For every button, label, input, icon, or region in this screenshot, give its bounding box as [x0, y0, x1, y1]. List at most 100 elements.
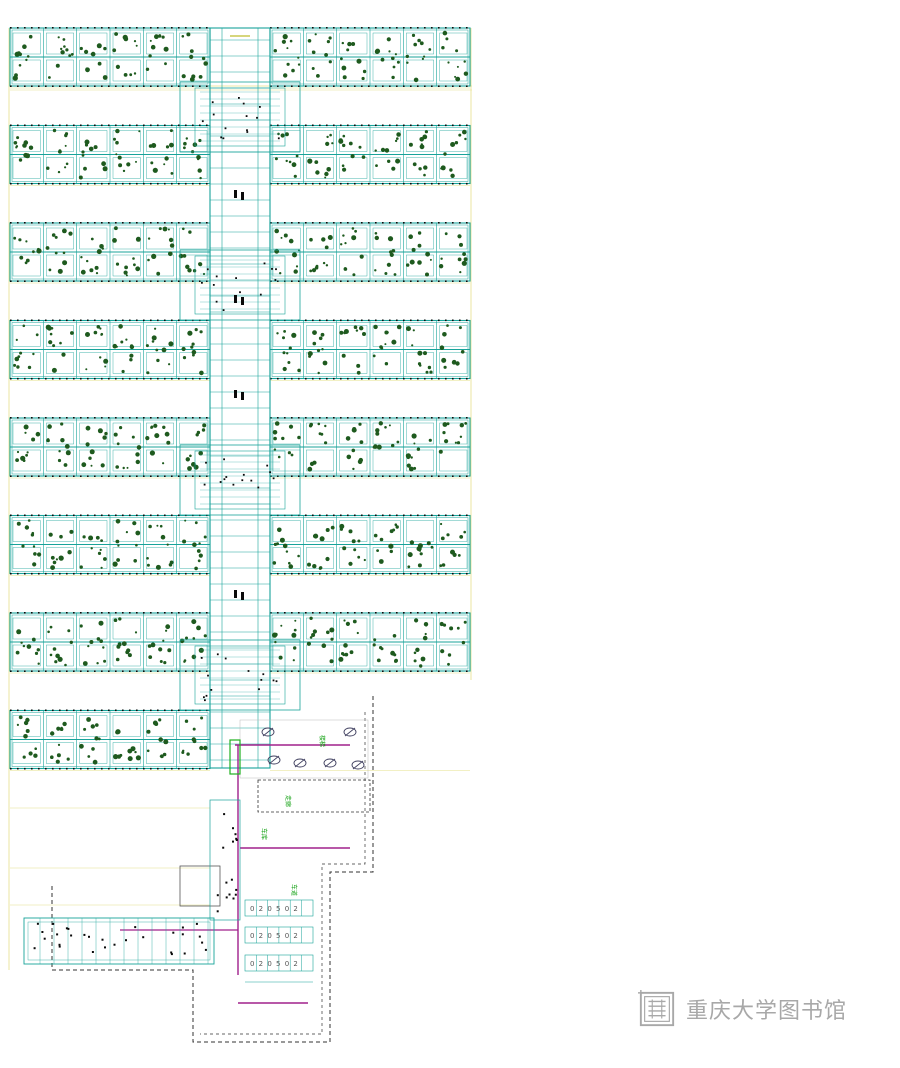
outline-dot [38, 124, 40, 127]
outline-dot [24, 767, 26, 770]
plant-mark [326, 167, 332, 172]
core-block [179, 249, 301, 321]
outline-dot [291, 27, 293, 29]
outline-dot [417, 27, 419, 29]
wing-1-east [269, 27, 471, 87]
yellow-guide-lines [8, 28, 472, 970]
outline-dot [333, 319, 335, 322]
outline-dot [459, 27, 461, 29]
plant-mark [294, 619, 297, 622]
plant-mark [28, 145, 34, 150]
plant-mark [442, 431, 446, 435]
core-dot [222, 137, 225, 140]
plant-mark [327, 235, 333, 240]
plant-mark [35, 431, 41, 437]
outline-dot [122, 767, 124, 770]
plant-mark [52, 344, 56, 348]
core-dot [239, 291, 241, 294]
outline-dot [17, 319, 19, 322]
outline-dot [80, 670, 82, 672]
plant-mark [372, 354, 376, 358]
outline-dot [347, 377, 349, 380]
outline-dot [326, 377, 328, 380]
plant-mark [115, 262, 120, 266]
outline-dot [52, 572, 54, 575]
outline-dot [122, 417, 124, 419]
plant-mark [183, 146, 186, 150]
outline-dot [17, 27, 19, 29]
outline-dot [199, 612, 201, 614]
plant-mark [430, 545, 434, 549]
outline-dot [17, 280, 19, 282]
core-dot [206, 268, 209, 271]
garage-room [257, 779, 371, 813]
outline-dot [431, 27, 433, 29]
plant-mark [112, 343, 118, 349]
plant-mark [119, 753, 123, 757]
outline-dot [192, 572, 194, 575]
lower-west-dot [198, 935, 201, 938]
outline-dot [347, 572, 349, 575]
plant-mark [89, 268, 94, 273]
plant-mark [24, 525, 30, 530]
outline-dot [101, 85, 103, 87]
plant-mark [413, 42, 418, 47]
plant-mark [92, 759, 98, 765]
outline-dot [291, 280, 293, 282]
plant-mark [191, 619, 197, 625]
core-dot [201, 281, 203, 284]
outline-dot [354, 475, 356, 477]
plant-mark [384, 148, 390, 153]
plant-mark [461, 640, 466, 645]
plant-mark [125, 274, 128, 277]
outline-dot [115, 475, 117, 477]
plant-mark [54, 251, 58, 255]
plant-mark [113, 618, 118, 622]
outline-dot [136, 417, 138, 419]
outline-dot [410, 319, 412, 322]
outline-dot [375, 475, 377, 477]
plant-mark [389, 549, 393, 554]
plant-mark [463, 71, 469, 76]
outline-dot [452, 124, 454, 127]
plant-mark [357, 555, 361, 559]
unit-room [339, 617, 368, 640]
outline-dot [424, 612, 426, 614]
core-block [179, 444, 301, 516]
plant-mark [160, 534, 166, 540]
outline-dot [277, 417, 279, 419]
outline-dot [164, 319, 166, 322]
plant-mark [27, 519, 31, 522]
outline-dot [31, 27, 33, 29]
outline-dot [389, 572, 391, 575]
wing-4-west [9, 319, 211, 380]
car-icon [343, 727, 357, 737]
outline-dot [270, 222, 272, 224]
plant-mark [273, 542, 277, 547]
outline-dot [270, 280, 272, 282]
unit-room [79, 617, 108, 640]
outline-dot [115, 514, 117, 517]
outline-dot [136, 319, 138, 322]
plant-mark [85, 442, 90, 447]
plant-mark [454, 75, 457, 78]
unit-room [79, 547, 108, 569]
lower-west-dot [67, 927, 70, 930]
outline-dot [66, 417, 68, 419]
plant-mark [391, 339, 397, 345]
plant-mark [196, 625, 201, 631]
plant-mark [325, 141, 330, 146]
outline-dot [157, 182, 159, 185]
unit-room [372, 254, 401, 277]
unit-room [179, 325, 208, 347]
outline-dot [10, 767, 12, 770]
outline-dot [17, 670, 19, 672]
outline-dot [319, 670, 321, 672]
outline-dot [129, 670, 131, 672]
outline-dot [270, 124, 272, 127]
plant-mark [90, 52, 94, 56]
outline-dot [52, 124, 54, 127]
outline-dot [150, 612, 152, 614]
outline-dot [354, 124, 356, 127]
plant-mark [441, 46, 445, 50]
